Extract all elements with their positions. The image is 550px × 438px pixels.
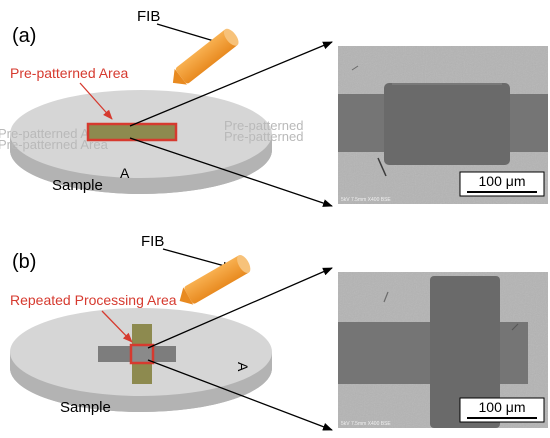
ghost-text-right-2: Pre-patterned — [224, 129, 304, 144]
pre-patterned-area-rect — [86, 122, 178, 142]
callout-arrow-a — [79, 82, 113, 120]
zoom-arrow-b-top — [147, 267, 333, 349]
micrograph-caption-a: 5kV 7.5mm X400 BSE — [341, 197, 391, 203]
ghost-text-a: Pre-patterned Area Pre-patterned Area Pr… — [0, 118, 304, 152]
micrograph-b: 100 μm 5kV 7.5mm X400 BSE — [338, 272, 548, 428]
zoom-arrow-b-bottom — [147, 359, 333, 431]
sample-label-a: Sample — [52, 177, 103, 194]
ghost-text-right-1: Pre-patterned — [224, 118, 304, 133]
sample-label-b: Sample — [60, 399, 111, 416]
fib-beam-a: FIB — [137, 8, 239, 85]
pre-patterned-area-label: Pre-patterned Area — [10, 65, 129, 81]
ghost-text-left-1: Pre-patterned Area — [0, 126, 109, 141]
scalebar-label-b: 100 μm — [479, 399, 526, 415]
marker-b: A — [235, 362, 251, 372]
panel-a-label: (a) — [12, 25, 36, 47]
fib-arrow-b — [162, 248, 233, 270]
fib-label-b: FIB — [141, 233, 164, 250]
repeated-processing-area-rect — [129, 343, 155, 365]
pad-a — [384, 83, 510, 165]
scalebar-label-a: 100 μm — [479, 173, 526, 189]
sample-disk-a — [10, 90, 272, 194]
fib-label-a: FIB — [137, 8, 160, 25]
fib-beam-b: FIB — [141, 233, 251, 305]
zoom-arrow-a-top — [129, 41, 333, 127]
trench-vertical-b — [430, 276, 500, 428]
panel-b-label: (b) — [12, 251, 36, 273]
micrograph-caption-b: 5kV 7.5mm X400 BSE — [341, 421, 391, 427]
callout-arrow-b — [101, 310, 133, 343]
panel-a: (a) Pre-patterned Area Pre-patterned Are… — [0, 8, 548, 207]
panel-b: (b) Repeated Processing Area FIB Sample … — [10, 233, 548, 431]
marker-a: A — [120, 165, 130, 181]
ghost-text-left-2: Pre-patterned Area — [0, 137, 109, 152]
zoom-arrow-a-bottom — [129, 137, 333, 207]
repeated-processing-area-label: Repeated Processing Area — [10, 292, 177, 308]
micrograph-a: 100 μm 5kV 7.5mm X400 BSE — [338, 46, 548, 204]
